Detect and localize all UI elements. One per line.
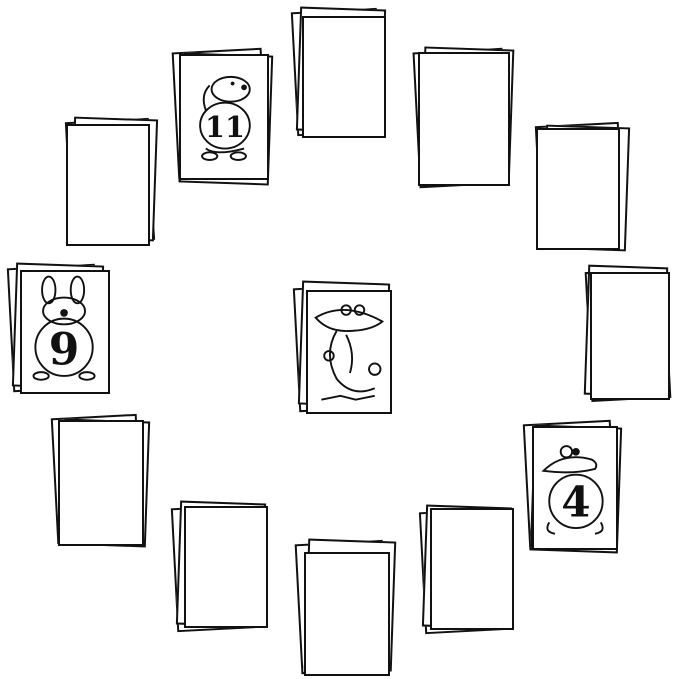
- card-facedown[interactable]: [58, 420, 144, 546]
- card-facedown[interactable]: [430, 508, 514, 630]
- card-facedown[interactable]: [418, 52, 510, 186]
- card-facedown[interactable]: [590, 272, 670, 400]
- pile-left-low[interactable]: [52, 414, 154, 550]
- card-number: 9: [49, 324, 80, 375]
- pile-center[interactable]: [294, 282, 396, 414]
- card-facedown[interactable]: [184, 506, 268, 628]
- pile-right-low[interactable]: 4: [524, 420, 626, 556]
- pile-upper-left[interactable]: 11: [173, 48, 275, 186]
- pile-right-high[interactable]: [534, 122, 632, 254]
- card-crocodile[interactable]: [306, 290, 392, 414]
- pile-bottom-right[interactable]: [420, 504, 518, 636]
- pile-left[interactable]: 9: [8, 262, 112, 396]
- pile-bottom-left[interactable]: [172, 500, 272, 634]
- card-facedown[interactable]: [536, 128, 620, 250]
- card-number: 11: [205, 110, 245, 144]
- card-facedown[interactable]: [66, 124, 150, 246]
- card-lizard[interactable]: 4: [532, 426, 618, 550]
- rabbit-icon: 9: [22, 272, 108, 392]
- card-number: 4: [561, 478, 590, 527]
- pile-upper-right[interactable]: [412, 46, 520, 192]
- card-facedown[interactable]: [302, 16, 386, 138]
- pile-top[interactable]: [292, 8, 392, 138]
- card-facedown[interactable]: [304, 552, 390, 676]
- card-rabbit[interactable]: 9: [20, 270, 110, 394]
- lizard-icon: 4: [534, 428, 616, 548]
- crocodile-icon: [308, 292, 390, 412]
- card-dog[interactable]: 11: [179, 54, 269, 180]
- dog-icon: 11: [181, 56, 267, 178]
- pile-left-high[interactable]: [64, 118, 160, 248]
- pile-right[interactable]: [584, 266, 675, 408]
- pile-bottom[interactable]: [296, 540, 398, 678]
